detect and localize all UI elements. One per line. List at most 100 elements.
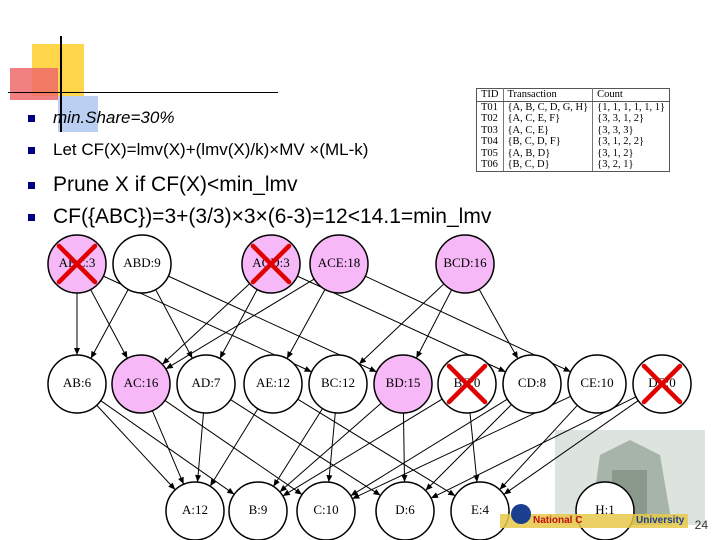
lattice-edge	[499, 404, 578, 491]
lattice-edge	[165, 278, 315, 370]
lattice-edge	[425, 404, 512, 491]
edge-arrowhead	[499, 482, 507, 490]
table-cell: {A, C, E}	[502, 124, 593, 136]
prune-marks	[56, 243, 683, 405]
bullet-text: Prune X if CF(X)<min_lmv	[53, 173, 298, 196]
edge-arrowhead	[430, 492, 439, 499]
deco-vertical-line	[60, 36, 62, 132]
bullet-text: Let CF(X)=lmv(X)+(lmv(X)/k)×MV ×(ML-k)	[53, 140, 369, 159]
lattice-edge	[503, 400, 639, 495]
table-row: T01{A, B, C, D, G, H}{1, 1, 1, 1, 1, 1}	[477, 101, 670, 113]
lattice-node	[373, 354, 433, 414]
node-label: ACE:18	[318, 255, 361, 270]
logo-text-right: University	[636, 515, 685, 526]
lattice-edge	[219, 289, 258, 359]
lattice-edge	[358, 283, 445, 365]
lattice-edge	[350, 398, 508, 497]
lattice-edge	[415, 289, 453, 359]
university-seal	[511, 504, 531, 524]
table-row: T03{A, C, E}{3, 3, 3}	[477, 124, 670, 136]
node-label: AC:16	[124, 375, 159, 390]
edge-arrowhead	[373, 489, 381, 496]
node-label: D:6	[395, 502, 415, 517]
bullet-marker	[28, 147, 35, 155]
table-cell: T02	[481, 113, 498, 124]
lattice-edge	[469, 412, 478, 483]
edge-arrowhead	[279, 485, 288, 492]
node-label: AB:6	[63, 375, 92, 390]
lattice-edge	[230, 399, 381, 496]
lattice-edge	[328, 412, 336, 483]
edge-arrowhead	[503, 487, 512, 495]
deco-blue-square	[58, 96, 98, 132]
edge-arrowhead	[121, 350, 128, 359]
lattice-edge	[286, 289, 326, 359]
lattice-nodes: ABC:3ABD:9ACD:3ACE:18BCD:16AB:6AC:16AD:7…	[47, 234, 692, 540]
node-label: C:10	[313, 502, 338, 517]
table-header-row: TID Transaction Count	[476, 88, 670, 102]
lattice-node	[375, 481, 435, 540]
edge-arrowhead	[282, 489, 291, 496]
node-label: CE:10	[580, 375, 613, 390]
edge-arrowhead	[195, 474, 202, 483]
node-label: ABD:9	[123, 255, 161, 270]
lattice-node	[435, 234, 495, 294]
edge-arrowhead	[294, 488, 303, 495]
edge-arrowhead	[511, 351, 518, 359]
table-header: Count	[592, 88, 670, 102]
lattice-edge	[155, 289, 193, 359]
table-row: T04{B, C, D, F}{3, 1, 2, 2}	[477, 136, 670, 148]
lattice-node	[47, 354, 107, 414]
edge-arrowhead	[90, 350, 97, 359]
table-cell: {A, C, E, F}	[502, 113, 593, 125]
bullet-text: CF({ABC})=3+(3/3)×3×(6-3)=12<14.1=min_lm…	[53, 205, 492, 228]
edge-arrowhead	[304, 366, 312, 372]
node-label: CD:8	[518, 375, 546, 390]
edge-arrowhead	[226, 487, 235, 495]
table-cell: T06	[476, 159, 503, 172]
edge-arrowhead	[178, 476, 184, 485]
node-label: BD:15	[386, 375, 421, 390]
lattice-node	[296, 481, 356, 540]
table-cell: T05	[481, 147, 498, 159]
lattice-edge	[96, 404, 176, 491]
table-cell: {3, 2, 1}	[592, 159, 670, 172]
lattice-edge	[282, 398, 443, 497]
lattice-node	[243, 354, 303, 414]
edge-arrowhead	[401, 474, 408, 483]
transaction-table: TID Transaction Count T01{A, B, C, D, G,…	[476, 88, 671, 172]
bullet-marker	[28, 213, 35, 221]
lattice-node	[309, 234, 369, 294]
edge-arrowhead	[326, 474, 333, 483]
edge-arrowhead	[219, 350, 226, 359]
table-cell: {3, 3, 1, 2}	[592, 113, 670, 125]
table-cell: {3, 1, 2}	[592, 147, 670, 159]
table-cell: T01	[481, 101, 498, 113]
bullet-marker	[28, 181, 35, 189]
table-row: T05 {A, B, D}{3, 1, 2}	[477, 147, 670, 159]
table-cell: {B, C, D}	[502, 159, 593, 172]
node-label: AD:7	[192, 375, 221, 390]
deco-horizontal-line	[8, 92, 278, 93]
lattice-edge	[197, 412, 204, 483]
node-label: BC:12	[321, 375, 355, 390]
lattice-edge	[90, 289, 129, 359]
lattice-node	[450, 481, 510, 540]
edge-arrowhead	[165, 362, 174, 369]
lattice-edge	[430, 396, 637, 499]
table-cell: {3, 1, 2, 2}	[592, 136, 670, 148]
lattice-edge	[279, 402, 382, 493]
lattice-edge	[273, 408, 323, 487]
edge-arrowhead	[563, 366, 571, 372]
prune-cross-icon	[56, 243, 98, 285]
lattice-node	[111, 354, 171, 414]
node-label: B:9	[249, 502, 268, 517]
lattice-node	[112, 234, 172, 294]
table-cell: {B, C, D, F}	[502, 136, 593, 148]
table-cell: {A, B, D}	[502, 147, 593, 159]
bullet-item: min.Share=30%	[28, 108, 174, 128]
lattice-edge	[209, 408, 259, 487]
footer-bar	[500, 514, 688, 528]
bullet-item: Prune X if CF(X)<min_lmv	[28, 173, 297, 197]
